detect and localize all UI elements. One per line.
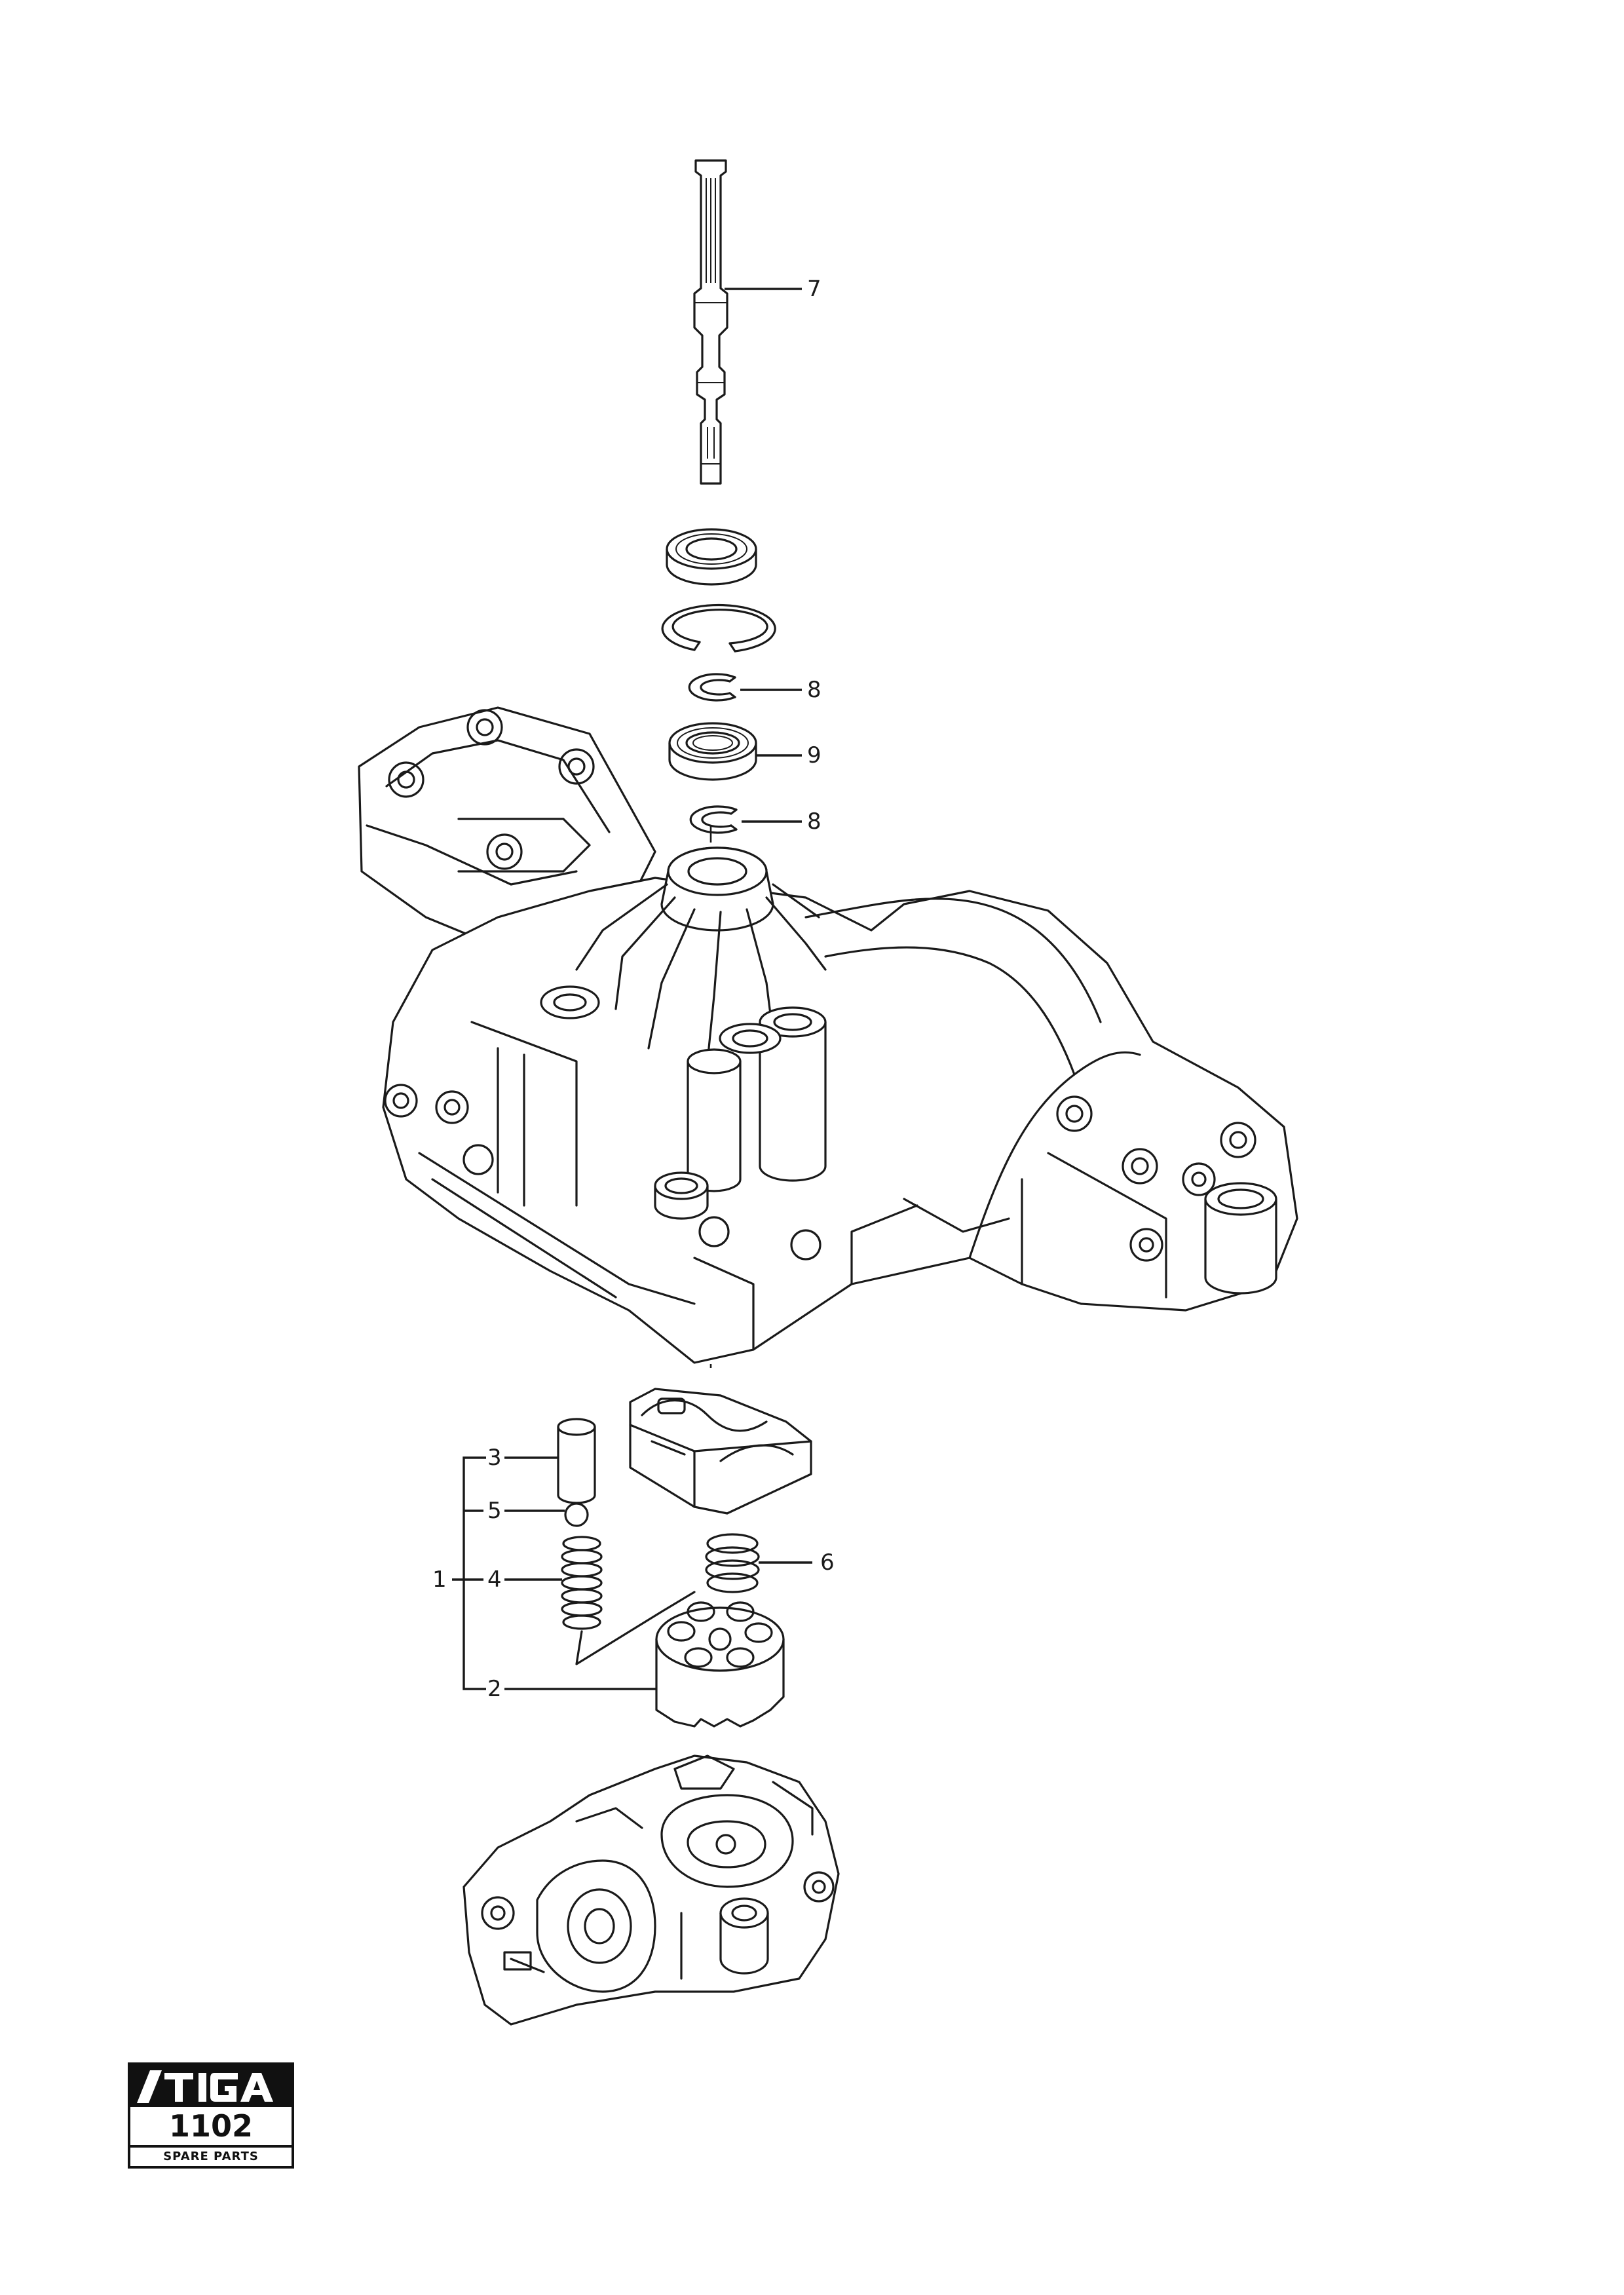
catalog-code: 1102	[130, 2107, 292, 2148]
part-cylinder-block-2	[655, 1601, 785, 1728]
part-main-housing	[358, 706, 1298, 1364]
callout-7: 7	[807, 276, 821, 302]
part-ball-5	[564, 1502, 589, 1527]
part-pin-3	[557, 1418, 596, 1504]
part-bearing-upper	[666, 528, 757, 586]
part-circlip-large	[661, 603, 776, 653]
badge-subtitle: SPARE PARTS	[163, 2150, 259, 2163]
part-spring-6	[705, 1533, 760, 1593]
part-e-clip-upper	[688, 673, 736, 702]
callout-8-upper: 8	[807, 677, 821, 703]
part-valve-block	[629, 1388, 812, 1515]
callout-9: 9	[807, 742, 821, 768]
part-bearing-9	[668, 722, 757, 781]
part-spring-4	[561, 1536, 603, 1630]
stiga-logo	[130, 2065, 292, 2107]
stiga-logo-mark	[137, 2070, 273, 2103]
callout-leaders	[452, 288, 812, 1690]
part-pump-housing	[463, 1754, 840, 2026]
callout-2: 2	[487, 1676, 502, 1702]
callout-8-lower: 8	[807, 808, 821, 835]
callout-1: 1	[432, 1566, 447, 1593]
assembly-guide-line	[575, 1591, 696, 1665]
callout-5: 5	[487, 1498, 502, 1524]
part-e-clip-lower	[689, 805, 738, 834]
callout-4: 4	[487, 1566, 502, 1593]
callout-3: 3	[487, 1445, 502, 1471]
stiga-spare-parts-badge: 1102 SPARE PARTS	[128, 2062, 294, 2169]
part-shaft	[693, 159, 728, 485]
callout-6: 6	[820, 1549, 835, 1576]
